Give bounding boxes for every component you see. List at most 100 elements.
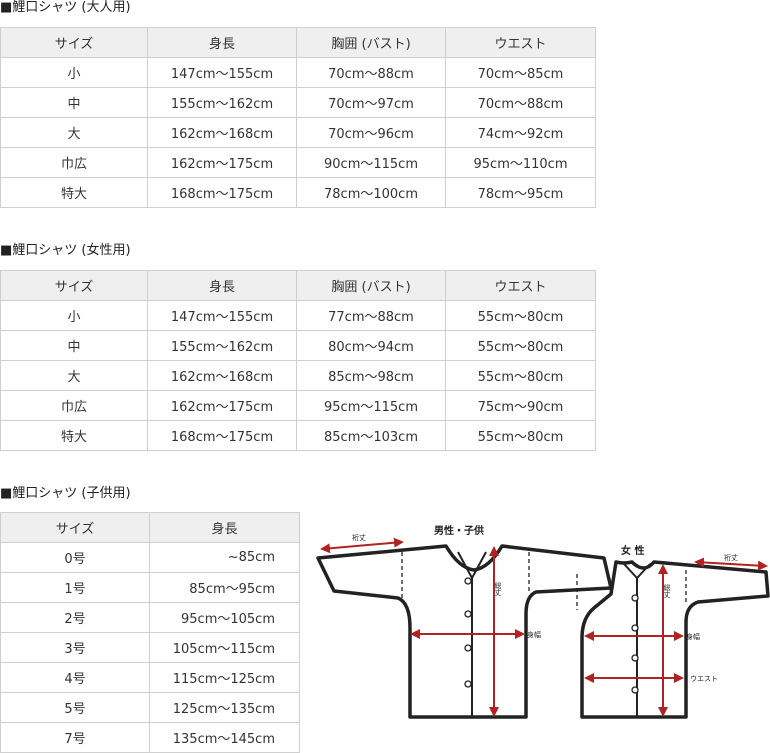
size-cell: 5号 [0,692,150,723]
bust-cell: 95cm～115cm [296,390,446,421]
bust-cell: 78cm～100cm [296,177,446,208]
women-size-table: サイズ 身長 胸囲 (バスト) ウエスト 小 147cm～155cm 77cm～… [0,270,596,451]
size-cell: 巾広 [0,390,148,421]
men-kids-shirt-illustration: 男性・子供 裄丈 総丈 身幅 [316,524,613,719]
table-header-row: サイズ 身長 胸囲 (バスト) ウエスト [0,270,596,301]
waist-cell: 74cm～92cm [445,117,596,148]
bust-cell: 70cm～96cm [296,117,446,148]
men-kids-shirt-outline [316,544,613,719]
measurement-diagram: 男性・子供 裄丈 総丈 身幅 女 性 裄丈 総丈 身幅 ウエスト [316,524,770,719]
table-row: 小 147cm～155cm 70cm～88cm 70cm～85cm [0,57,596,88]
table-header-row: サイズ 身長 [0,512,300,543]
table-row: 中 155cm～162cm 70cm～97cm 70cm～88cm [0,87,596,118]
men-kids-sleeve-arrow [320,537,404,554]
size-cell: 4号 [0,662,150,693]
column-header-bust: 胸囲 (バスト) [296,270,446,301]
kids-size-table: サイズ 身長 0号 ~85cm 1号 85cm～95cm 2号 95cm～105… [0,512,300,753]
table-row: 巾広 162cm～175cm 90cm～115cm 95cm～110cm [0,147,596,178]
waist-cell: 95cm～110cm [445,147,596,178]
men-kids-sleeve-label: 裄丈 [352,533,366,542]
bust-cell: 85cm～98cm [296,360,446,391]
women-shirt-illustration: 女 性 裄丈 総丈 身幅 ウエスト [576,544,770,719]
table-row: 3号 105cm～115cm [0,632,300,663]
bust-cell: 70cm～88cm [296,57,446,88]
size-cell: 2号 [0,602,150,633]
size-cell: 0号 [0,542,150,573]
table-row: 0号 ~85cm [0,542,300,573]
table-row: 大 162cm～168cm 70cm～96cm 74cm～92cm [0,117,596,148]
column-header-height: 身長 [147,270,297,301]
bust-cell: 80cm～94cm [296,330,446,361]
column-header-height: 身長 [147,27,297,58]
height-cell: 155cm～162cm [147,87,297,118]
waist-cell: 55cm～80cm [445,360,596,391]
size-cell: 7号 [0,722,150,753]
height-cell: 162cm～168cm [147,360,297,391]
kids-section-title: ■鯉口シャツ (子供用) [0,486,131,501]
waist-cell: 70cm～85cm [445,57,596,88]
button-icon [464,610,472,618]
table-row: 巾広 162cm～175cm 95cm～115cm 75cm～90cm [0,390,596,421]
women-sleeve-arrow [694,557,768,571]
waist-cell: 55cm～80cm [445,420,596,451]
column-header-size: サイズ [0,27,148,58]
waist-cell: 70cm～88cm [445,87,596,118]
column-header-height: 身長 [149,512,300,543]
adult-section-title: ■鯉口シャツ (大人用) [0,0,131,15]
button-icon [464,577,472,585]
size-cell: 小 [0,300,148,331]
men-kids-diagram-title: 男性・子供 [434,524,484,537]
button-icon [464,680,472,688]
bust-cell: 85cm～103cm [296,420,446,451]
button-icon [464,644,472,652]
table-row: 4号 115cm～125cm [0,662,300,693]
table-header-row: サイズ 身長 胸囲 (バスト) ウエスト [0,27,596,58]
size-cell: 巾広 [0,147,148,178]
waist-cell: 75cm～90cm [445,390,596,421]
height-cell: 162cm～175cm [147,147,297,178]
women-sleeve-label: 裄丈 [724,553,738,562]
size-cell: 大 [0,360,148,391]
height-cell: 162cm～175cm [147,390,297,421]
women-width-label: 身幅 [686,632,700,641]
column-header-size: サイズ [0,512,150,543]
adult-size-table: サイズ 身長 胸囲 (バスト) ウエスト 小 147cm～155cm 70cm～… [0,27,596,208]
height-cell: 168cm～175cm [147,177,297,208]
height-cell: 125cm～135cm [149,692,300,723]
size-cell: 大 [0,117,148,148]
height-cell: 95cm～105cm [149,602,300,633]
waist-cell: 55cm～80cm [445,300,596,331]
button-icon [631,624,639,632]
height-cell: ~85cm [149,542,300,573]
women-waist-label: ウエスト [690,675,718,683]
waist-cell: 55cm～80cm [445,330,596,361]
height-cell: 168cm～175cm [147,420,297,451]
women-section-title: ■鯉口シャツ (女性用) [0,243,131,258]
column-header-size: サイズ [0,270,148,301]
height-cell: 155cm～162cm [147,330,297,361]
height-cell: 147cm～155cm [147,300,297,331]
table-row: 小 147cm～155cm 77cm～88cm 55cm～80cm [0,300,596,331]
column-header-bust: 胸囲 (バスト) [296,27,446,58]
button-icon [631,686,639,694]
height-cell: 162cm～168cm [147,117,297,148]
height-cell: 147cm～155cm [147,57,297,88]
bust-cell: 90cm～115cm [296,147,446,178]
waist-cell: 78cm～95cm [445,177,596,208]
table-row: 5号 125cm～135cm [0,692,300,723]
size-cell: 特大 [0,177,148,208]
height-cell: 105cm～115cm [149,632,300,663]
table-row: 特大 168cm～175cm 78cm～100cm 78cm～95cm [0,177,596,208]
height-cell: 135cm～145cm [149,722,300,753]
column-header-waist: ウエスト [445,27,596,58]
women-diagram-title: 女 性 [621,544,644,557]
table-row: 中 155cm～162cm 80cm～94cm 55cm～80cm [0,330,596,361]
bust-cell: 77cm～88cm [296,300,446,331]
height-cell: 85cm～95cm [149,572,300,603]
size-cell: 中 [0,330,148,361]
table-row: 大 162cm～168cm 85cm～98cm 55cm～80cm [0,360,596,391]
button-icon [631,594,639,602]
height-cell: 115cm～125cm [149,662,300,693]
size-cell: 1号 [0,572,150,603]
women-length-label: 総丈 [663,583,671,599]
